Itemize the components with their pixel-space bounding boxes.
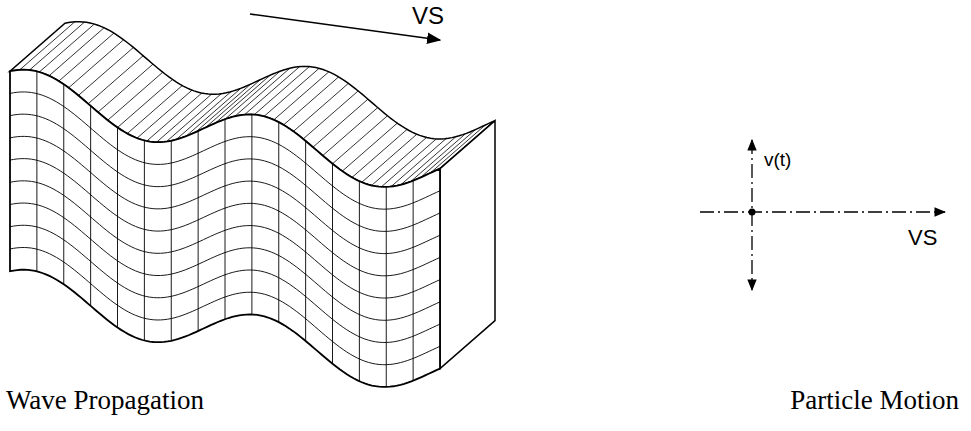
surface-line — [20, 22, 75, 70]
surface-line — [59, 33, 114, 81]
grid-line — [10, 247, 440, 364]
grid-line — [144, 140, 145, 340]
surface-line — [245, 67, 300, 115]
surface-line — [225, 71, 280, 119]
grid-line — [63, 84, 64, 284]
grid-line — [117, 127, 118, 327]
surface-line — [30, 22, 85, 70]
grid-line — [359, 181, 360, 381]
particle-dot — [749, 209, 756, 216]
grid-line — [10, 203, 440, 320]
surface-line — [274, 72, 329, 120]
surface-line — [108, 72, 163, 120]
grid-line — [225, 119, 226, 319]
velocity-label: VS — [908, 226, 937, 250]
grid-line — [386, 187, 387, 387]
grid-line — [171, 141, 172, 341]
end-face — [440, 121, 495, 369]
surface-line — [127, 86, 182, 134]
grid-line — [10, 225, 440, 342]
front-face — [10, 70, 440, 387]
surface-line — [69, 40, 124, 88]
surface-line — [333, 116, 388, 164]
surface-line — [284, 77, 339, 125]
caption-label: Wave Propagation — [6, 386, 204, 416]
surface-line — [362, 134, 417, 182]
surface-line — [342, 123, 397, 171]
grid-line — [10, 181, 440, 298]
surface-line — [293, 83, 348, 131]
surface-line — [49, 28, 104, 76]
grid-line — [332, 164, 333, 364]
grid-line — [251, 114, 252, 314]
surface-line — [137, 90, 192, 138]
grid-line — [10, 92, 440, 209]
grid-line — [90, 106, 91, 306]
grid-line — [10, 114, 440, 231]
grid-line — [305, 141, 306, 341]
shear-wave-block — [10, 22, 495, 387]
caption-label: Particle Motion — [790, 386, 959, 416]
propagation-arrow — [250, 14, 440, 40]
surface-line — [118, 79, 173, 127]
motion-label: v(t) — [764, 150, 791, 171]
surface-line — [254, 67, 309, 115]
grid-line — [10, 136, 440, 253]
grid-line — [413, 181, 414, 381]
surface-line — [264, 68, 319, 116]
surface-line — [235, 68, 290, 116]
grid-line — [36, 71, 37, 271]
grid-line — [278, 122, 279, 322]
velocity-label: VS — [412, 3, 444, 29]
grid-line — [198, 131, 199, 331]
propagation-axis — [700, 211, 945, 212]
surface-line — [39, 24, 94, 72]
surface-line — [352, 129, 407, 177]
grid-line — [10, 159, 440, 276]
